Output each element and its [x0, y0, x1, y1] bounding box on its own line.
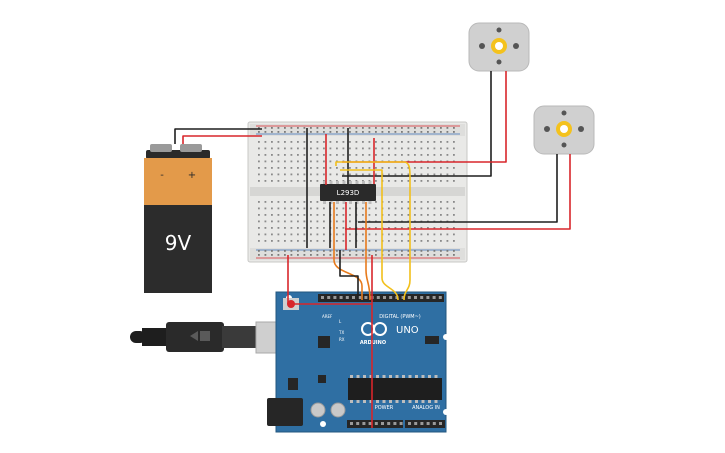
- l293d-chip: L293D: [320, 181, 376, 204]
- digital-header-pins: [321, 296, 442, 299]
- aref-label: AREF: [322, 314, 333, 319]
- wire-motor1-black: [342, 71, 492, 177]
- bottom-header-pins: [350, 422, 442, 425]
- wire-motor2-black: [358, 154, 558, 223]
- arduino-model-label: UNO: [396, 325, 419, 336]
- wire-yellow-1: [335, 161, 411, 301]
- led-l-label: L: [339, 319, 342, 324]
- analog-header-label: ANALOG IN: [412, 405, 440, 411]
- chip-label: L293D: [337, 189, 360, 197]
- wire-orange-2: [365, 202, 371, 301]
- wire-battery-positive: [182, 135, 262, 144]
- wire-black-ctrl: [339, 250, 359, 300]
- digital-header-label: DIGITAL (PWM~): [379, 314, 421, 320]
- led-tx-label: TX: [338, 330, 344, 335]
- wire-motor2-red: [345, 154, 571, 230]
- wire-battery-negative: [174, 128, 262, 144]
- arduino-brand-label: ARDUINO: [360, 340, 386, 346]
- battery-minus-label: -: [160, 170, 164, 181]
- wires: [174, 71, 571, 428]
- led-rx-label: RX: [339, 337, 345, 342]
- battery-voltage-label: 9V: [165, 231, 192, 255]
- battery-plus-label: +: [188, 170, 196, 181]
- dc-motor-right: [533, 105, 595, 155]
- dc-motor-top: [468, 22, 530, 72]
- wire-orange-1: [333, 202, 363, 300]
- wire-yellow-2: [340, 169, 399, 301]
- chip-pins: [323, 181, 372, 204]
- usb-cable: [130, 321, 302, 354]
- power-header-label: POWER: [375, 405, 394, 411]
- battery-9v: - + 9V: [144, 144, 212, 293]
- arduino-uno: DIGITAL (PWM~) ARDUINO UNO L TX RX AREF …: [267, 291, 449, 433]
- mcu-pins: [350, 375, 438, 403]
